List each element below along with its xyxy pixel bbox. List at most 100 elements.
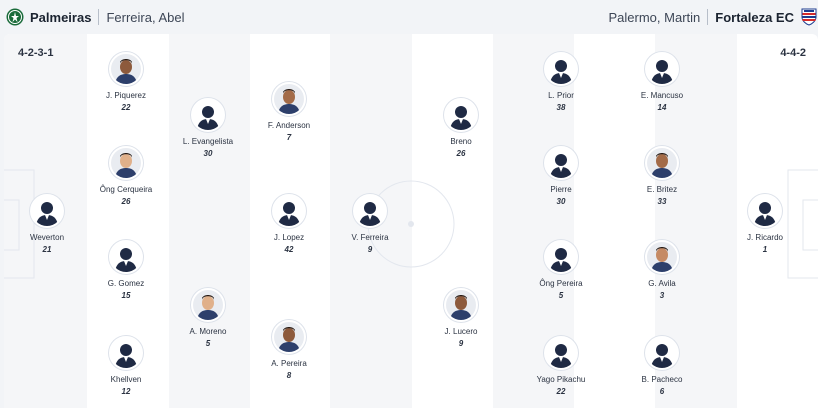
home-player[interactable]: A. Moreno 5 [163,288,253,348]
away-team-header: Palermo, Martin Fortaleza EC [609,8,818,26]
player-silhouette-icon [272,194,306,228]
home-player[interactable]: L. Evangelista 30 [163,98,253,158]
away-player[interactable]: L. Prior 38 [516,52,606,112]
player-number: 14 [657,103,667,112]
home-coach-name[interactable]: Ferreira, Abel [106,9,185,25]
player-name: L. Evangelista [182,137,234,146]
away-formation: 4-4-2 [780,47,806,59]
player-number: 30 [203,149,213,158]
player-photo [191,288,225,322]
player-number: 21 [42,245,52,254]
pitch-stripe [169,34,250,408]
player-name: J. Lucero [444,327,478,336]
away-player[interactable]: B. Pacheco 6 [617,336,707,396]
away-player[interactable]: J. Lucero 9 [416,288,506,348]
home-player[interactable]: A. Pereira 8 [244,320,334,380]
player-silhouette-icon [191,98,225,132]
player-number: 15 [121,291,131,300]
home-player[interactable]: Ông Cerqueira 26 [81,146,171,206]
player-number: 26 [121,197,131,206]
header-divider [707,9,709,25]
home-team-name[interactable]: Palmeiras [30,9,92,25]
player-name: L. Prior [548,91,574,100]
player-name: A. Pereira [271,359,307,368]
player-silhouette-icon [109,336,143,370]
player-name: E. Mancuso [640,91,684,100]
home-player[interactable]: F. Anderson 7 [244,82,334,142]
player-silhouette-icon [748,194,782,228]
player-name: G. Gomez [107,279,145,288]
player-silhouette-icon [544,146,578,180]
player-photo [645,146,679,180]
away-coach-name[interactable]: Palermo, Martin [608,9,701,25]
away-player[interactable]: Ông Pereira 5 [516,240,606,300]
home-formation: 4-2-3-1 [18,47,54,59]
player-name: V. Ferreira [351,233,389,242]
player-name: Khellven [110,375,142,384]
player-name: A. Moreno [189,327,227,336]
player-number: 6 [659,387,665,396]
player-number: 26 [456,149,466,158]
player-number: 9 [367,245,373,254]
player-number: 12 [121,387,131,396]
player-number: 38 [556,103,566,112]
player-number: 8 [286,371,292,380]
player-number: 9 [458,339,464,348]
player-photo [272,82,306,116]
player-silhouette-icon [109,240,143,274]
home-player[interactable]: Weverton 21 [4,194,92,254]
home-player[interactable]: J. Piquerez 22 [81,52,171,112]
player-silhouette-icon [645,336,679,370]
away-player[interactable]: Breno 26 [416,98,506,158]
player-number: 3 [659,291,665,300]
player-name: B. Pacheco [641,375,683,384]
player-photo [444,288,478,322]
player-name: F. Anderson [267,121,311,130]
player-name: Weverton [29,233,65,242]
away-player[interactable]: G. Avila 3 [617,240,707,300]
player-name: Ông Cerqueira [99,185,153,194]
player-silhouette-icon [444,98,478,132]
player-silhouette-icon [353,194,387,228]
palmeiras-crest-icon [6,8,24,26]
away-player[interactable]: E. Mancuso 14 [617,52,707,112]
player-silhouette-icon [30,194,64,228]
player-name: Breno [450,137,472,146]
player-number: 22 [556,387,566,396]
player-name: G. Avila [648,279,676,288]
player-name: J. Ricardo [746,233,783,242]
player-number: 22 [121,103,131,112]
player-name: E. Britez [646,185,678,194]
fortaleza-crest-icon [800,8,818,26]
home-team-header: Palmeiras Ferreira, Abel [6,8,184,26]
player-name: Yago Pikachu [536,375,586,384]
player-number: 33 [657,197,667,206]
player-number: 1 [762,245,768,254]
away-player[interactable]: Yago Pikachu 22 [516,336,606,396]
away-player[interactable]: E. Britez 33 [617,146,707,206]
away-team-name[interactable]: Fortaleza EC [715,9,794,25]
player-photo [645,240,679,274]
player-name: Ông Pereira [539,279,583,288]
player-silhouette-icon [544,240,578,274]
player-number: 7 [286,133,292,142]
player-photo [109,52,143,86]
home-player[interactable]: V. Ferreira 9 [325,194,415,254]
player-number: 5 [205,339,211,348]
player-name: Pierre [550,185,572,194]
player-silhouette-icon [645,52,679,86]
player-silhouette-icon [544,336,578,370]
away-player[interactable]: J. Ricardo 1 [720,194,810,254]
player-photo [109,146,143,180]
lineup-header: Palmeiras Ferreira, Abel Palermo, Martin… [0,0,818,34]
player-silhouette-icon [544,52,578,86]
player-name: J. Lopez [273,233,305,242]
player-number: 5 [558,291,564,300]
player-name: J. Piquerez [105,91,147,100]
home-player[interactable]: G. Gomez 15 [81,240,171,300]
home-player[interactable]: Khellven 12 [81,336,171,396]
header-divider [98,9,100,25]
